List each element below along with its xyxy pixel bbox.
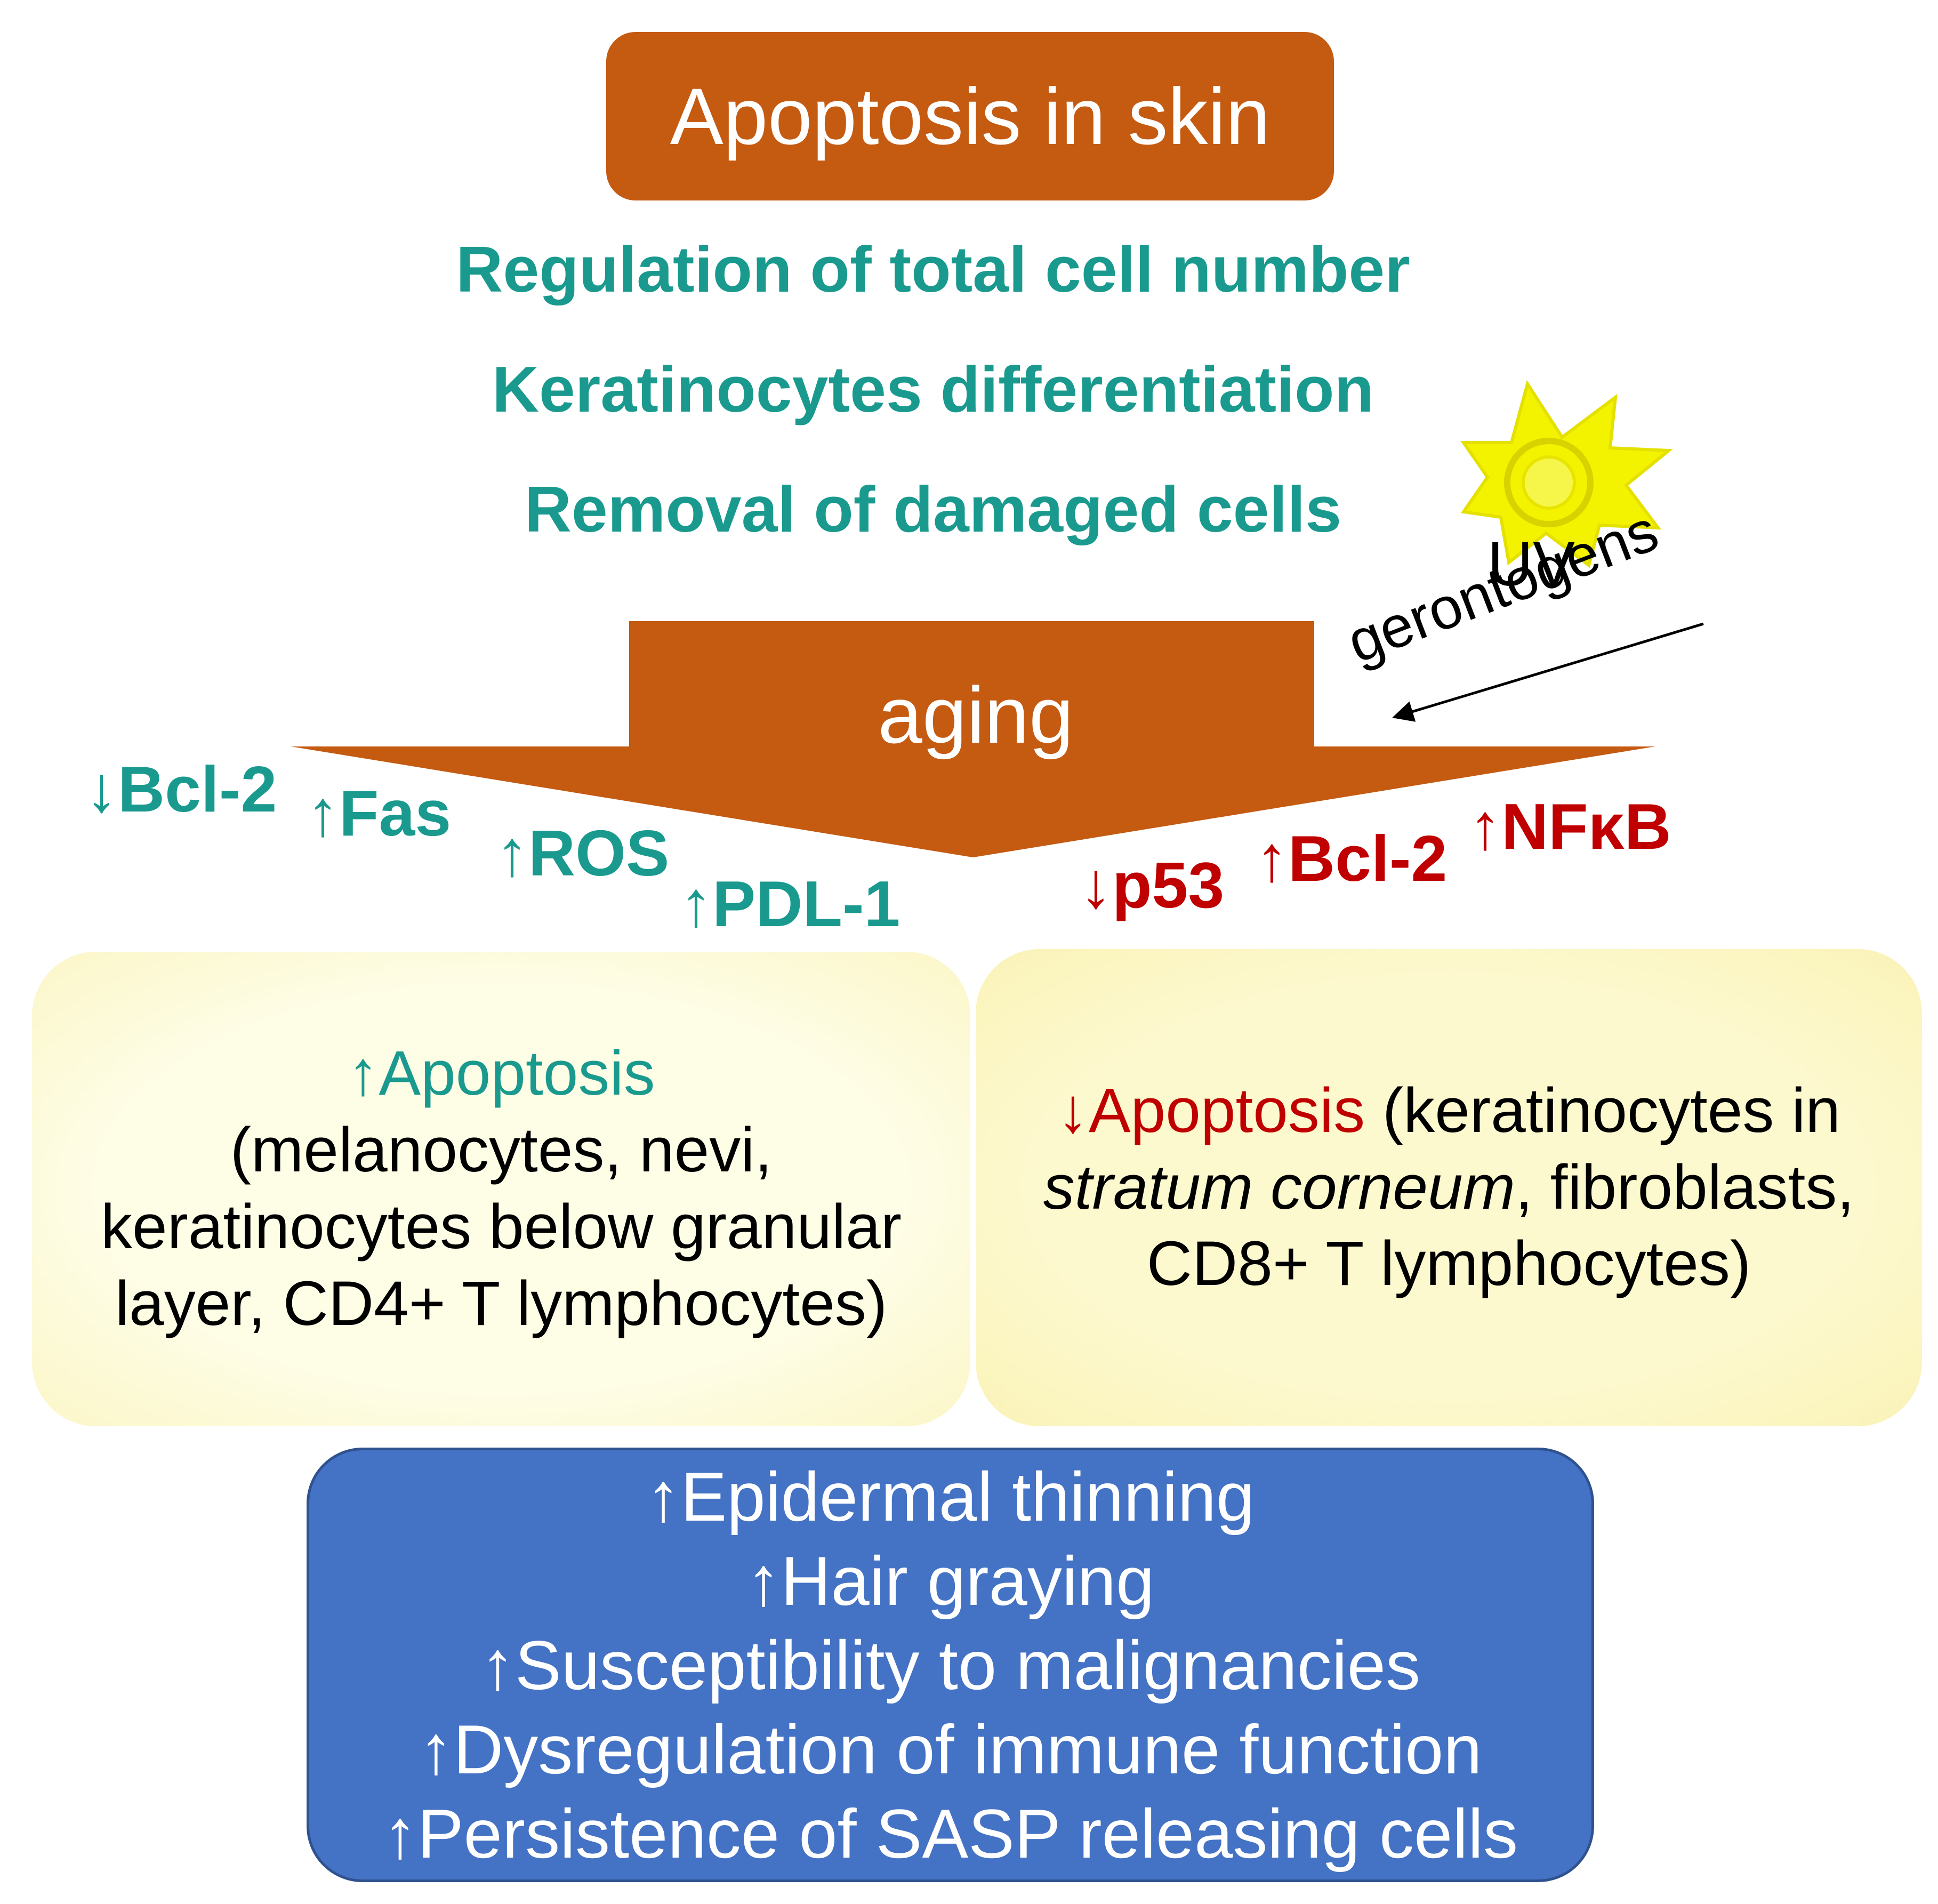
effects-box: ↑Epidermal thinning ↑Hair graying ↑Susce… [307, 1448, 1594, 1882]
right-panel-line-3: CD8+ T lymphocytes) [1146, 1228, 1751, 1299]
marker-ros-up: ↑ROS [496, 817, 670, 889]
effect-hair-graying: ↑Hair graying [746, 1541, 1155, 1620]
function-cell-number: Regulation of total cell number [456, 233, 1410, 306]
marker-fas-up: ↑Fas [307, 777, 452, 849]
effect-immune-dysregulation: ↑Dysregulation of immune function [419, 1710, 1482, 1788]
effect-epidermal-thinning: ↑Epidermal thinning [646, 1457, 1255, 1536]
function-differentiation: Keratinocytes differentiation [492, 353, 1374, 425]
effect-malignancy-susceptibility: ↑Susceptibility to malignancies [480, 1626, 1421, 1704]
effect-sasp-persistence: ↑Persistence of SASP releasing cells [382, 1794, 1518, 1873]
marker-p53-down: ↓p53 [1080, 849, 1225, 921]
title-box: Apoptosis in skin [606, 32, 1334, 200]
decreased-apoptosis-heading: ↓Apoptosis [1057, 1075, 1365, 1146]
sun-icon [1460, 380, 1674, 568]
diagram-title: Apoptosis in skin [670, 71, 1270, 161]
aging-label: aging [878, 670, 1074, 760]
increased-apoptosis-heading: ↑Apoptosis [347, 1038, 655, 1109]
marker-bcl2-up: ↑Bcl-2 [1256, 822, 1448, 895]
right-panel-line-1: ↓Apoptosis (keratinocytes in [1057, 1075, 1841, 1146]
increased-apoptosis-panel: ↑Apoptosis (melanocytes, nevi, keratinoc… [32, 952, 970, 1426]
marker-nfkb-up: ↑NFκB [1469, 790, 1671, 863]
left-panel-line-1: (melanocytes, nevi, [230, 1115, 773, 1186]
function-removal: Removal of damaged cells [524, 473, 1342, 545]
left-panel-line-2: keratinocytes below granular [100, 1192, 902, 1262]
uv-arrow [1392, 622, 1704, 722]
left-panel-line-3: layer, CD4+ T lymphocytes) [115, 1268, 888, 1339]
marker-pdl1-up: ↑PDL-1 [680, 867, 900, 940]
uv-label: UV [1487, 529, 1575, 599]
marker-bcl2-down: ↓Bcl-2 [85, 753, 277, 825]
right-panel-line-2: stratum corneum, fibroblasts, [1043, 1152, 1855, 1223]
decreased-apoptosis-panel: ↓Apoptosis (keratinocytes in stratum cor… [976, 949, 1922, 1426]
aging-arrow [291, 621, 1655, 857]
